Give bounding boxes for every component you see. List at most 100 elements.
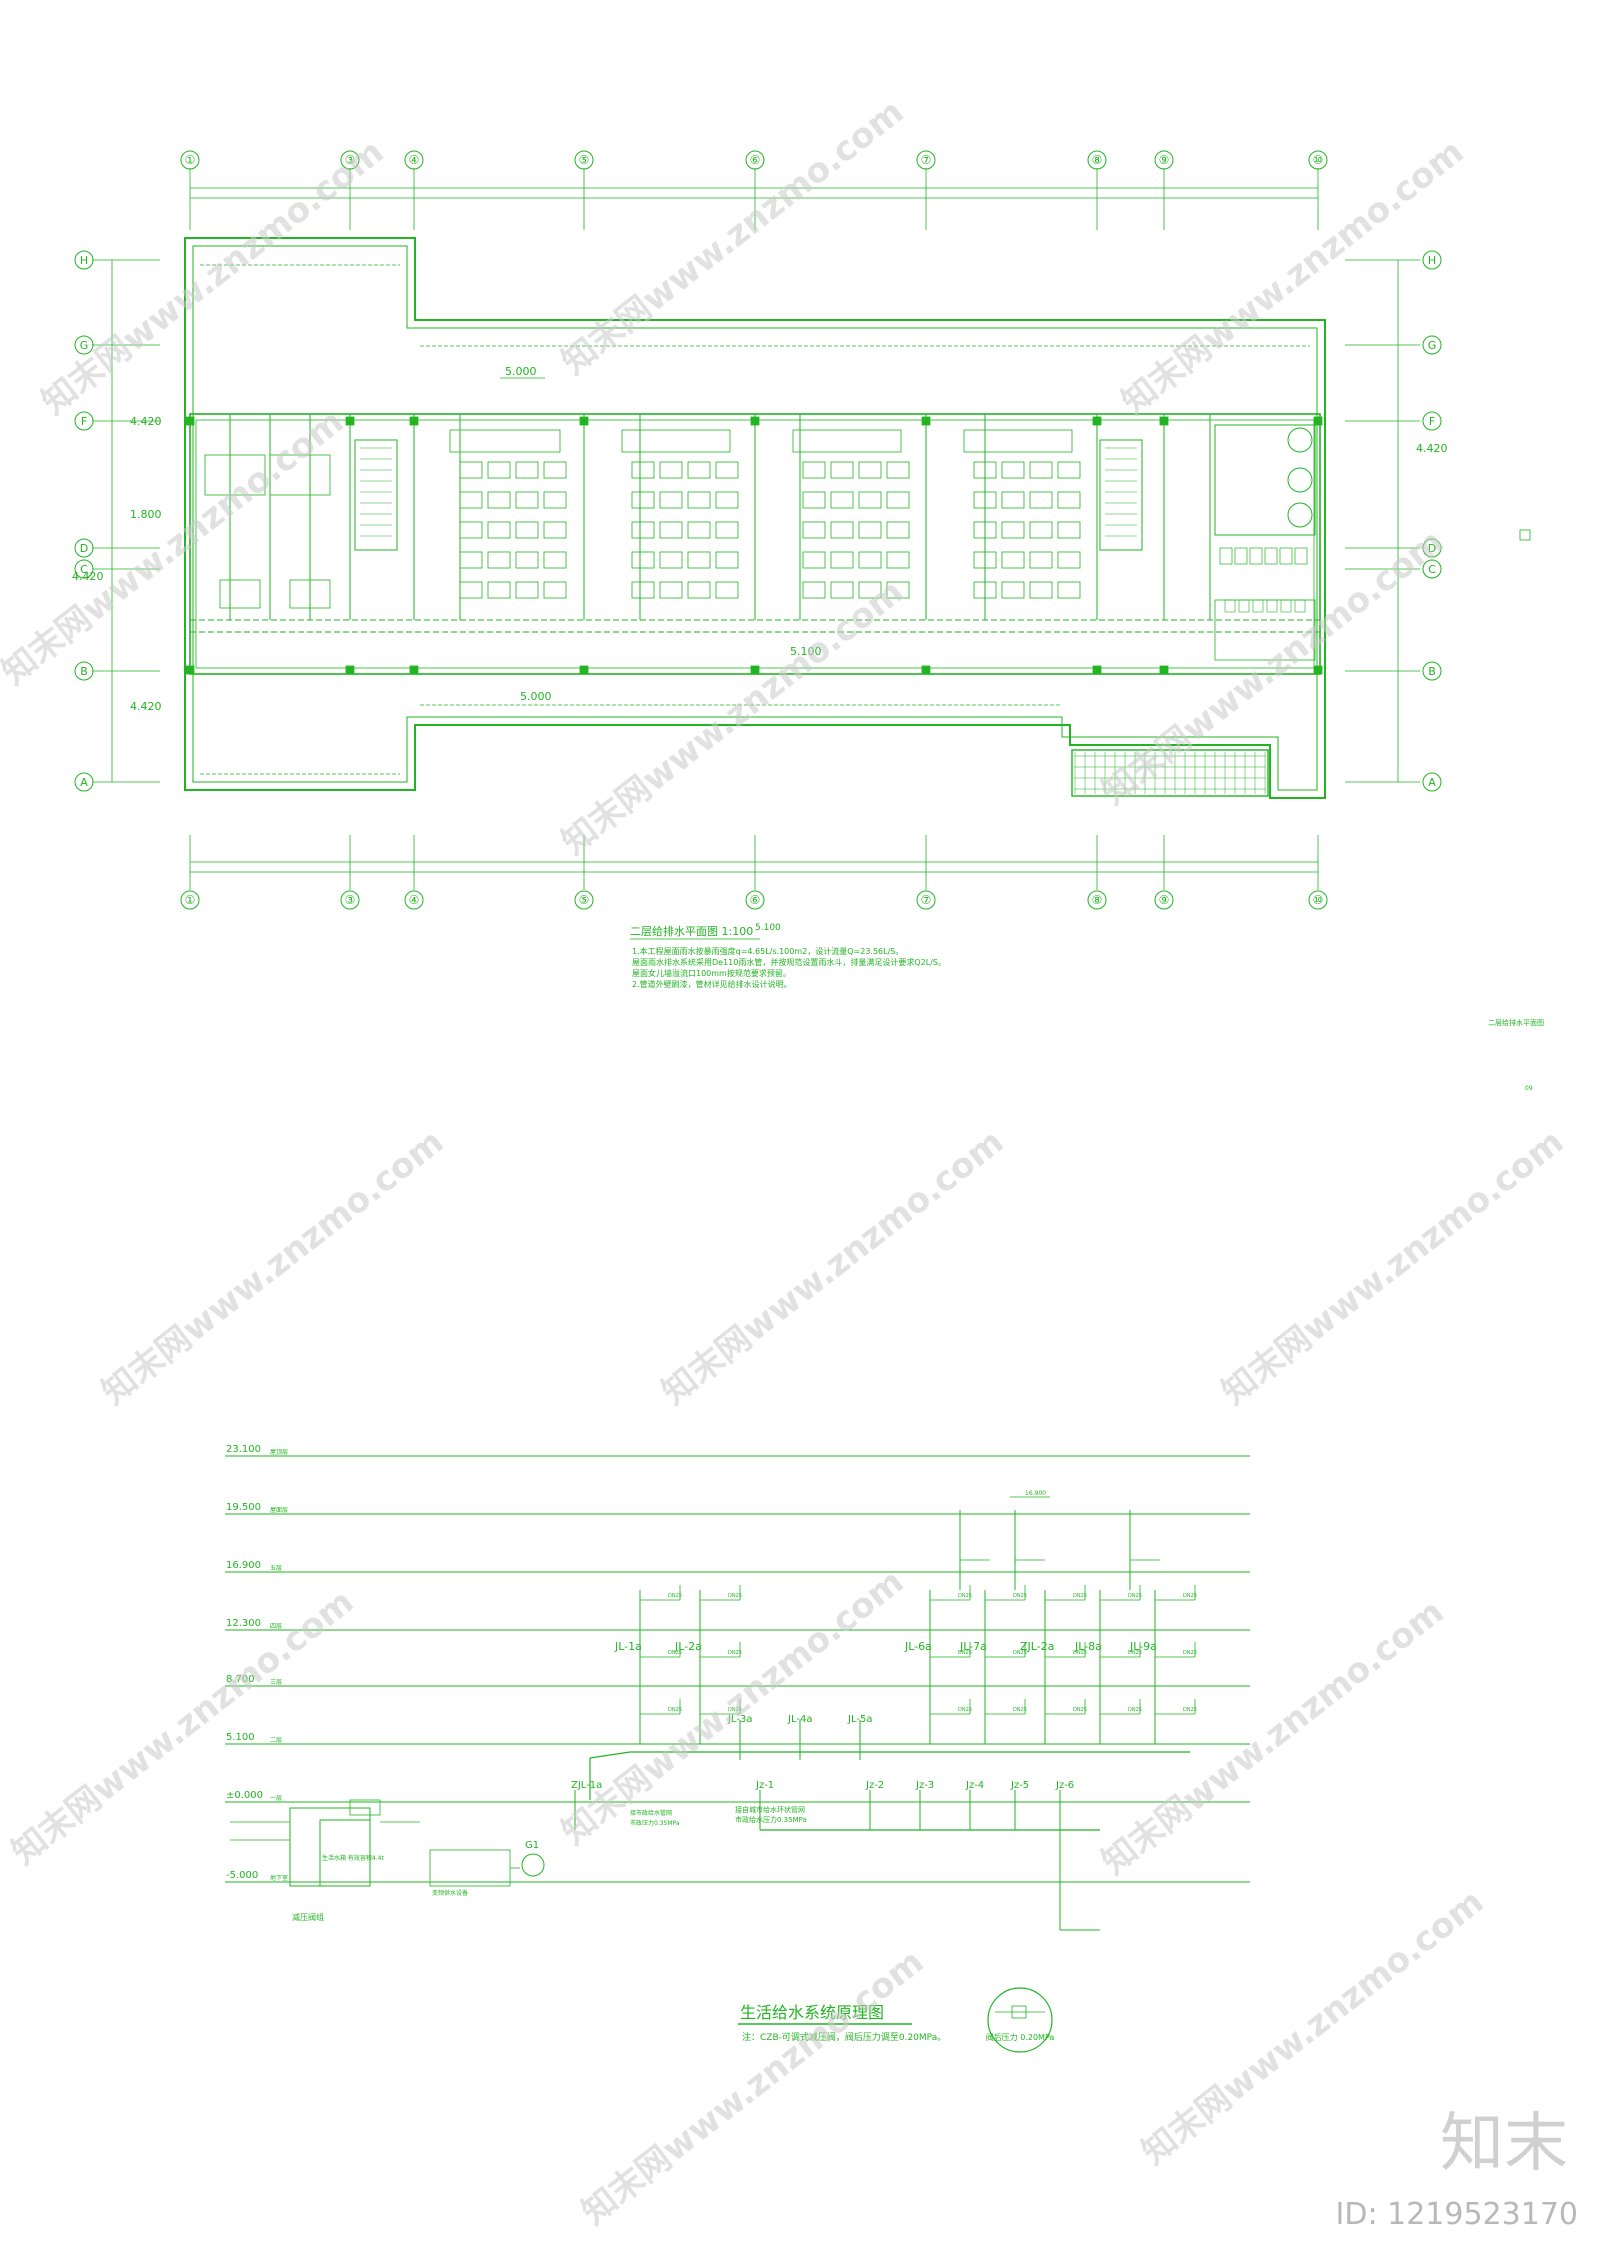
riser-label: Jz-3 <box>915 1780 934 1791</box>
pipe-size: DN25 <box>1013 1707 1027 1713</box>
grid-label-left: G <box>80 339 89 352</box>
bed <box>1029 551 1053 569</box>
bed <box>830 491 854 509</box>
riser-label: JL-3a <box>727 1714 752 1725</box>
pipe-size: DN25 <box>958 1650 972 1656</box>
bed <box>802 491 826 509</box>
shower-room <box>1214 599 1316 661</box>
bed <box>459 491 483 509</box>
grid-label-right: D <box>1428 542 1436 555</box>
grid-bubble-right <box>1422 772 1442 792</box>
grid-bubble-left <box>74 559 94 579</box>
riser-label: JL-7a <box>959 1640 987 1653</box>
floor-level-name: 屋面层 <box>270 1507 288 1514</box>
water-tank <box>319 1819 371 1887</box>
brand-logo: 知末 <box>1440 2107 1568 2181</box>
system-title: 生活给水系统原理图 <box>740 2003 884 2022</box>
bed <box>1001 521 1025 539</box>
bed <box>659 581 683 599</box>
bed <box>715 581 739 599</box>
pump-label: 变频供水设备 <box>432 1889 468 1897</box>
bed <box>1001 491 1025 509</box>
bed <box>659 491 683 509</box>
grid-bubble-bottom <box>1154 890 1174 910</box>
bed <box>973 521 997 539</box>
shower-stall <box>1238 599 1250 613</box>
bed <box>715 551 739 569</box>
grid-label-left: A <box>80 776 88 789</box>
pipe-size: DN25 <box>1073 1707 1087 1713</box>
bed <box>1029 521 1053 539</box>
pipe-size: DN25 <box>668 1707 682 1713</box>
column <box>1092 665 1102 675</box>
riser-label: JL-2a <box>674 1640 702 1653</box>
toilet-fixture <box>1287 467 1313 493</box>
grid-label-bottom: ⑨ <box>1159 893 1170 907</box>
grid-label-bottom: ① <box>185 893 196 907</box>
grid-label-left: H <box>80 254 88 267</box>
grid-label-top: ⑦ <box>921 153 932 167</box>
floor-level-name: 地下室 <box>270 1874 288 1882</box>
plan-level-note: 5.100 <box>755 923 781 933</box>
image-id: ID: 1219523170 <box>1335 2197 1578 2232</box>
bed <box>515 551 539 569</box>
grid-bubble-left <box>74 335 94 355</box>
bed <box>1057 461 1081 479</box>
floor-level-name: 三层 <box>270 1679 282 1686</box>
bed <box>973 461 997 479</box>
grid-label-bottom: ④ <box>409 893 420 907</box>
level-text: 5.000 <box>520 690 552 703</box>
pipe-size: DN25 <box>728 1707 742 1713</box>
riser-label: JL-1a <box>614 1640 642 1653</box>
valve-body <box>1011 2005 1027 2019</box>
column <box>185 665 195 675</box>
grid-bubble-left <box>74 772 94 792</box>
riser-label: Jz-4 <box>965 1780 984 1791</box>
riser-label: Jz-1 <box>755 1780 774 1791</box>
grid-bubble-bottom <box>404 890 424 910</box>
dim-text-left: 1.800 <box>130 508 162 521</box>
bed <box>1001 581 1025 599</box>
pipe-size: DN25 <box>1013 1650 1027 1656</box>
bed <box>1029 581 1053 599</box>
bed <box>1057 581 1081 599</box>
bed <box>631 521 655 539</box>
riser-label: ZJL-2a <box>1020 1640 1054 1653</box>
grid-label-right: B <box>1428 665 1436 678</box>
bed <box>886 491 910 509</box>
column <box>750 665 760 675</box>
grid-label-right: A <box>1428 776 1436 789</box>
grid-label-right: F <box>1429 415 1435 428</box>
shower-stall <box>1280 599 1292 613</box>
plan-title: 二层给排水平面图 1:100 <box>630 924 753 938</box>
urinal <box>1234 547 1248 565</box>
grid-bubble-bottom <box>916 890 936 910</box>
floor-level-value: 16.900 <box>226 1560 261 1571</box>
bed <box>459 551 483 569</box>
bed <box>802 551 826 569</box>
floor-level-value: ±0.000 <box>226 1790 263 1801</box>
floor-level-value: 23.100 <box>226 1444 261 1455</box>
small-symbol <box>1519 529 1531 541</box>
grid-bubble-left <box>74 661 94 681</box>
grid-label-bottom: ⑧ <box>1092 893 1103 907</box>
grid-label-top: ④ <box>409 153 420 167</box>
column <box>1313 665 1323 675</box>
bed <box>687 491 711 509</box>
column <box>409 416 419 426</box>
grid-bubble-right <box>1422 661 1442 681</box>
pipe-size: DN25 <box>1128 1593 1142 1599</box>
grid-bubble-right <box>1422 538 1442 558</box>
pipe-size: DN25 <box>728 1593 742 1599</box>
bed <box>1057 551 1081 569</box>
pipe-size: DN25 <box>1183 1707 1197 1713</box>
bed <box>543 521 567 539</box>
grid-bubble-top <box>1308 150 1328 170</box>
dim-text-left: 4.420 <box>130 415 162 428</box>
grid-bubble-bottom <box>1087 890 1107 910</box>
room-furniture <box>289 579 331 609</box>
grid-label-top: ③ <box>345 153 356 167</box>
column <box>921 416 931 426</box>
pipe-size: DN25 <box>958 1707 972 1713</box>
bed <box>886 521 910 539</box>
